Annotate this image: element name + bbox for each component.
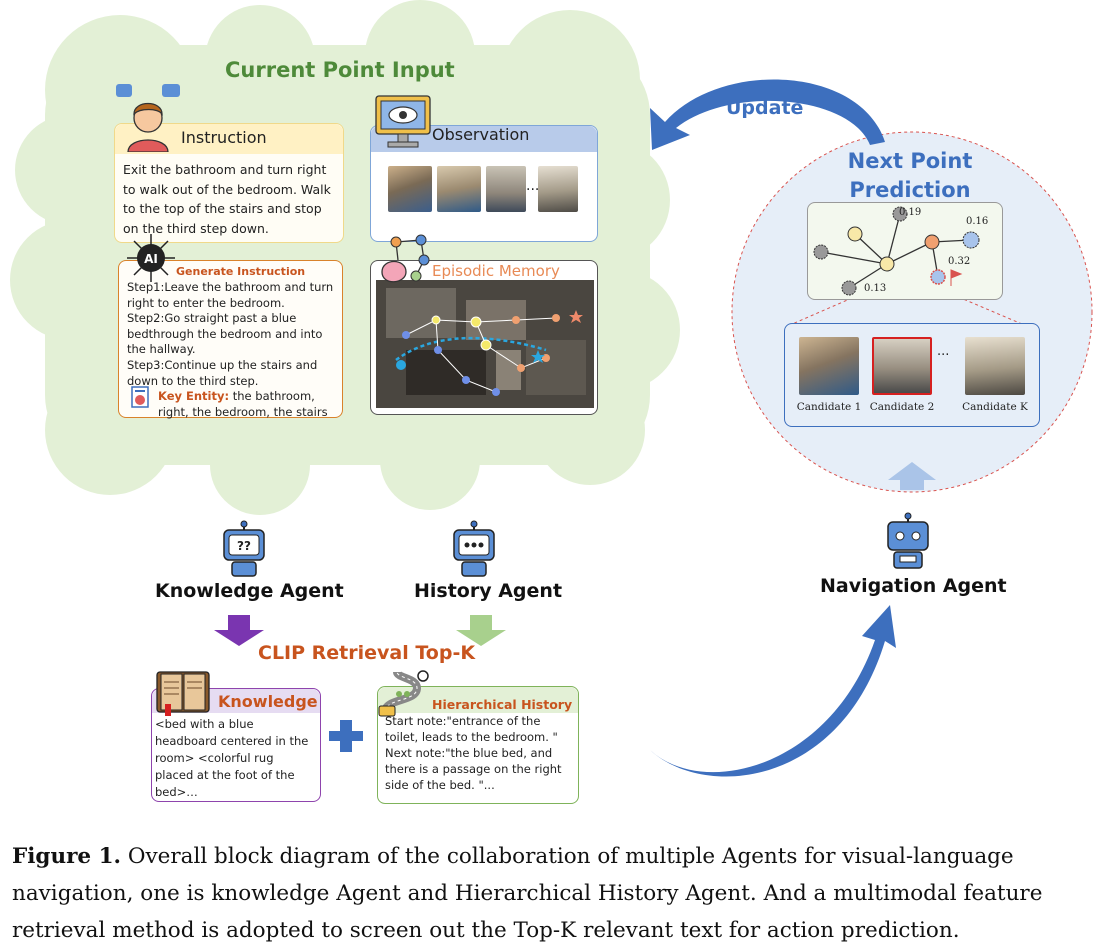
knowledge-robot-face: ??: [237, 539, 251, 553]
brain-network-icon: [381, 234, 430, 283]
generate-step-2: Step2:Go straight past a blue bedthrough…: [127, 311, 323, 356]
book-icon: [156, 671, 210, 716]
update-arrow: [650, 79, 885, 150]
observation-image-1: [388, 166, 432, 212]
candidate-image-k: [965, 337, 1025, 395]
caption-text: Overall block diagram of the collaborati…: [12, 844, 1043, 943]
memory-map: [376, 280, 594, 408]
observation-image-4: [538, 166, 578, 212]
person-icon: [116, 84, 180, 152]
history-robot-icon: [453, 520, 495, 577]
key-entity-values: the bathroom, right, the bedroom, the st…: [158, 389, 328, 419]
knowledge-title: Knowledge: [218, 692, 318, 711]
knowledge-text: <bed with a blue headboard centered in t…: [155, 717, 309, 799]
figure-caption: Figure 1. Overall block diagram of the c…: [12, 838, 1102, 949]
instruction-title: Instruction: [181, 128, 267, 147]
navigation-agent-label: Navigation Agent: [820, 575, 1007, 597]
key-entity-label: Key Entity:: [158, 389, 230, 403]
candidate-label-1: Candidate 1: [796, 401, 862, 413]
history-down-arrow: [456, 615, 506, 646]
history-agent-label: History Agent: [414, 580, 563, 602]
score-right: 0.16: [966, 216, 989, 227]
monitor-eye-icon: [375, 95, 431, 148]
knowledge-robot-icon: ??: [223, 520, 265, 577]
caption-label: Figure 1.: [12, 844, 122, 869]
road-map-icon: [378, 670, 429, 717]
observation-ellipsis: ...: [526, 178, 540, 194]
knowledge-agent-label: Knowledge Agent: [155, 580, 344, 602]
episodic-memory-title: Episodic Memory: [432, 262, 560, 280]
generate-instruction-box: [118, 260, 343, 418]
navigation-arrow: [648, 605, 896, 777]
update-label: Update: [726, 97, 804, 119]
next-point-title-2: Prediction: [849, 178, 971, 202]
candidate-image-1: [799, 337, 859, 395]
history-text: Start note:"entrance of the toilet, lead…: [385, 714, 562, 792]
score-mid: 0.32: [948, 256, 971, 267]
observation-title: Observation: [432, 125, 530, 144]
node-graph: [813, 206, 980, 296]
score-top: 0.19: [899, 207, 922, 218]
score-left: 0.13: [864, 283, 887, 294]
document-icon: [131, 386, 149, 408]
svg-text:AI: AI: [144, 252, 158, 266]
history-title: Hierarchical History: [432, 697, 573, 712]
generate-step-3: Step3:Continue up the stairs and down to…: [127, 358, 318, 388]
next-point-title-1: Next Point: [847, 149, 973, 173]
knowledge-down-arrow: [214, 615, 264, 646]
clip-retrieval-title: CLIP Retrieval Top-K: [258, 642, 476, 664]
candidates-ellipsis: ...: [937, 344, 950, 359]
navigation-robot-icon: [887, 512, 929, 569]
instruction-text: Exit the bathroom and turn right to walk…: [123, 162, 331, 236]
generate-step-1: Step1:Leave the bathroom and turn right …: [127, 280, 334, 310]
candidate-label-k: Candidate K: [962, 401, 1028, 413]
observation-image-2: [437, 166, 481, 212]
observation-image-3: [486, 166, 526, 212]
plus-icon: [329, 720, 363, 752]
current-point-title: Current Point Input: [225, 58, 455, 82]
candidate-label-2: Candidate 2: [869, 401, 935, 413]
generate-instruction-title: Generate Instruction: [176, 265, 306, 278]
candidate-image-2: [872, 337, 932, 395]
up-arrow: [888, 462, 936, 490]
key-entity-text: Key Entity: the bathroom, right, the bed…: [158, 389, 338, 420]
ai-chip-icon: AI: [127, 234, 175, 282]
